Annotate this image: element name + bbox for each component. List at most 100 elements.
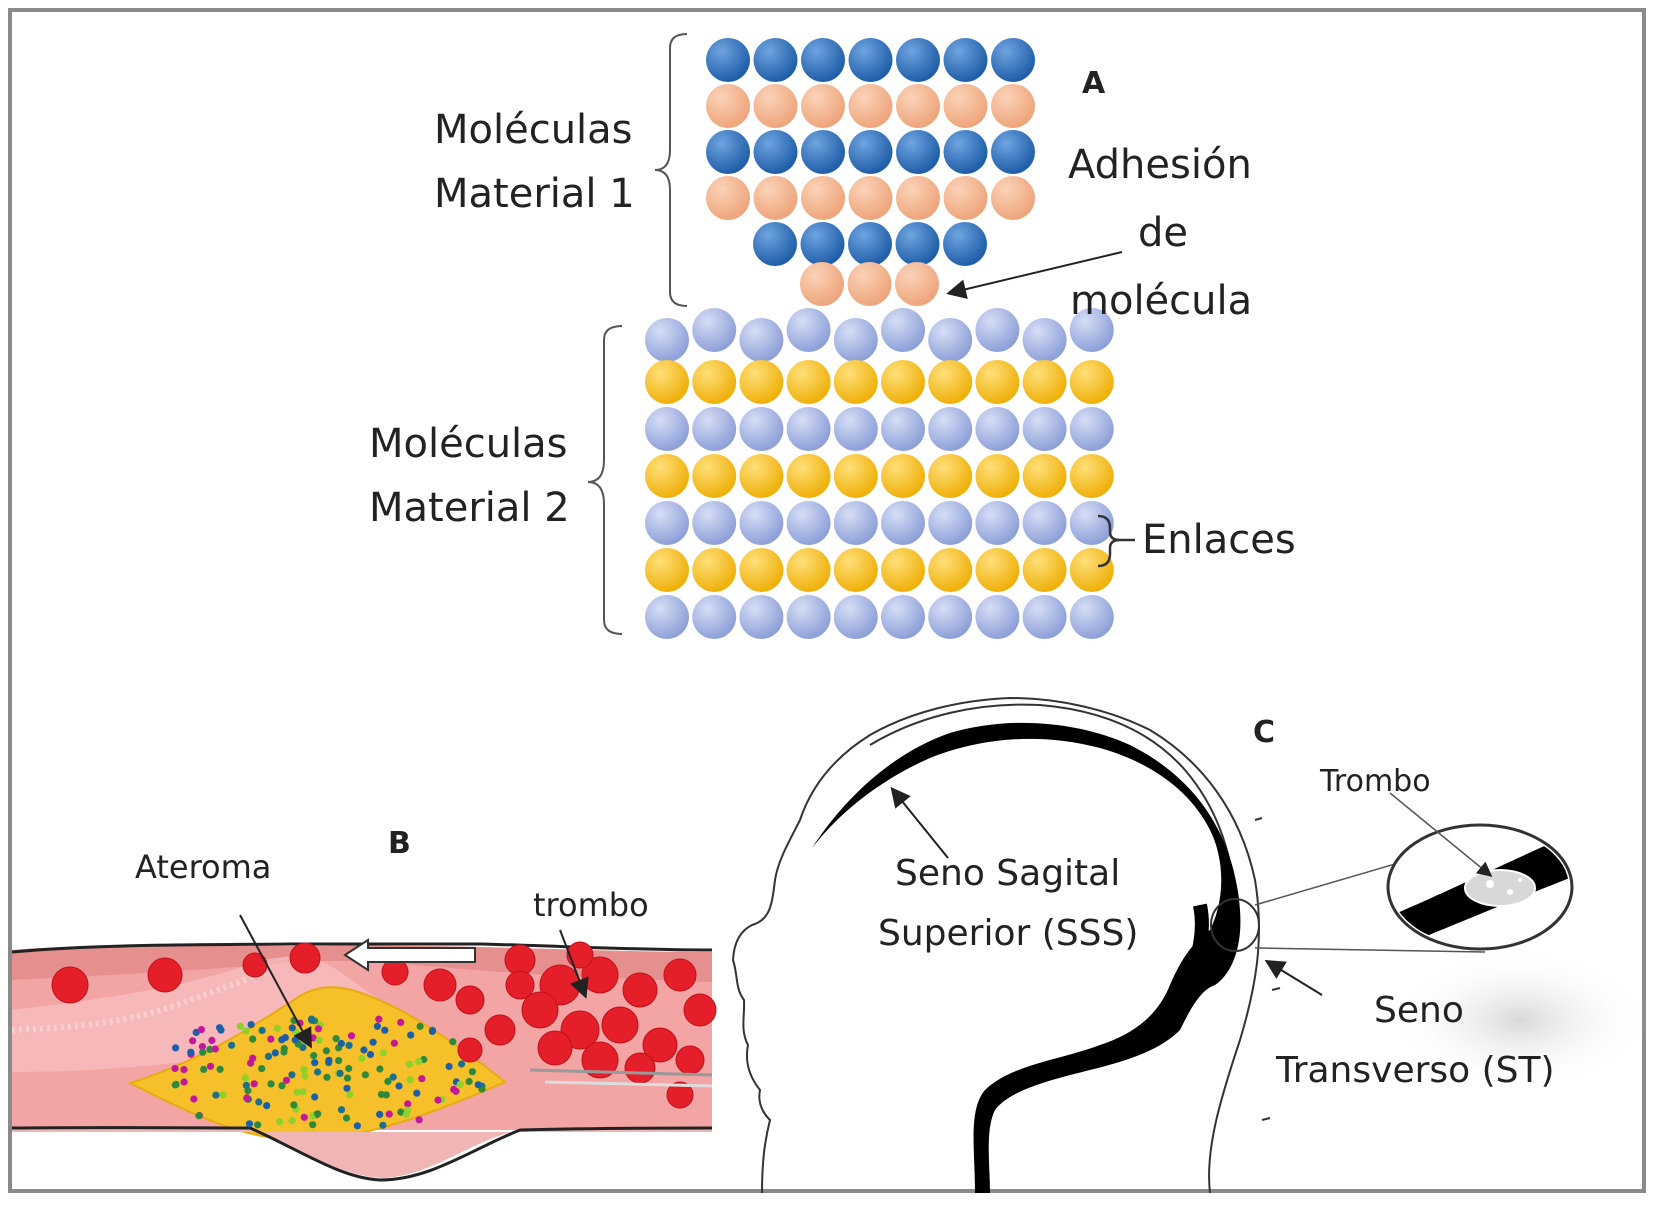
material-1-molecule <box>848 222 892 266</box>
atheroma-particle <box>197 1026 205 1034</box>
material-1-molecule <box>706 38 750 82</box>
atheroma-particle <box>288 1024 296 1032</box>
atheroma-particle <box>322 1047 330 1055</box>
atheroma-particle <box>323 1073 331 1081</box>
atheroma-particle <box>366 1050 375 1059</box>
atheroma-particle <box>416 1022 424 1030</box>
red-blood-cell <box>484 1014 516 1046</box>
material-2-molecule <box>975 501 1020 545</box>
red-blood-cell <box>521 991 559 1029</box>
atheroma-particle <box>301 1072 309 1080</box>
material-1-molecule <box>943 222 987 266</box>
material-1-molecule <box>991 38 1035 82</box>
atheroma-particle <box>288 1117 296 1125</box>
atheroma-particle <box>206 1062 215 1070</box>
atheroma-particle <box>200 1065 208 1073</box>
atheroma-particle <box>353 1122 361 1130</box>
material-2-molecule <box>928 318 973 362</box>
atheroma-particle <box>311 1059 319 1067</box>
red-blood-cell <box>642 1027 678 1063</box>
material-2-molecule <box>1022 454 1067 498</box>
material-2-molecule <box>881 548 925 592</box>
atheroma-particle <box>449 1038 457 1046</box>
material-2-molecule <box>928 548 973 592</box>
material-2-molecule <box>786 548 831 592</box>
atheroma-particle <box>345 1064 353 1073</box>
material-2-molecule <box>645 407 689 451</box>
artery-illustration <box>11 938 717 1182</box>
red-blood-cell <box>666 1081 694 1109</box>
atheroma-particle <box>236 1022 244 1030</box>
flow-arrow <box>343 938 476 972</box>
atheroma-particle <box>389 1073 397 1081</box>
material-2-molecule <box>881 407 925 451</box>
red-blood-cell <box>663 958 697 992</box>
atheroma-particle <box>407 1031 415 1039</box>
material-2-molecule <box>1069 454 1114 498</box>
atheroma-particle <box>300 1066 308 1074</box>
material-2-molecule <box>1069 407 1114 451</box>
atheroma-particle <box>332 1035 340 1043</box>
atheroma-particle <box>428 1027 436 1035</box>
material-2-label-line1: Moléculas <box>369 421 568 467</box>
atheroma-particle <box>267 1080 275 1088</box>
material-1-molecules <box>706 38 1035 306</box>
atheroma-particle <box>288 1071 296 1079</box>
atheroma-particle <box>276 1118 284 1126</box>
material-2-molecule <box>739 318 784 362</box>
red-blood-cell <box>457 1037 483 1063</box>
material-1-molecule <box>896 130 940 174</box>
atheroma-particle <box>273 1024 281 1032</box>
red-blood-cell <box>675 1045 705 1075</box>
material-2-molecule <box>833 318 878 362</box>
atheroma-particle <box>180 1078 188 1086</box>
material-1-molecule <box>753 176 798 220</box>
atheroma-particle <box>415 1057 423 1066</box>
atheroma-particle <box>189 1037 197 1045</box>
atheroma-particle <box>369 1038 377 1046</box>
red-blood-cell <box>455 985 485 1015</box>
sss-label-line2: Superior (SSS) <box>878 913 1139 954</box>
atheroma-particle <box>385 1110 393 1118</box>
material-2-molecule <box>833 595 878 639</box>
atheroma-particle <box>290 1101 298 1109</box>
material-1-molecule <box>706 130 750 174</box>
atheroma-particle <box>293 1088 301 1096</box>
atheroma-particle <box>381 1026 389 1034</box>
material-2-molecule <box>786 360 831 404</box>
material-2-molecule <box>786 454 831 498</box>
atheroma-particle <box>468 1068 476 1076</box>
atheroma-particle <box>258 1026 266 1034</box>
atheroma-particle <box>342 1114 351 1122</box>
material-2-molecule <box>786 595 831 639</box>
atheroma-particle <box>271 1049 279 1057</box>
material-2-molecule <box>975 407 1020 451</box>
material-2-molecule <box>739 454 784 498</box>
material-1-molecule <box>801 84 845 128</box>
atheroma-particle <box>325 1056 333 1064</box>
material-2-molecule <box>645 360 689 404</box>
material-2-molecule <box>975 308 1020 352</box>
material-2-molecule <box>975 454 1020 498</box>
atheroma-particle <box>384 1077 392 1085</box>
material-2-molecule <box>833 407 878 451</box>
atheroma-particle <box>216 1065 224 1073</box>
material-1-label-line1: Moléculas <box>434 107 633 153</box>
material-2-molecule <box>1022 548 1067 592</box>
red-blood-cell <box>622 972 658 1008</box>
atheroma-particle <box>445 1062 453 1071</box>
atheroma-particle <box>263 1102 271 1110</box>
atheroma-particle <box>314 1110 322 1118</box>
figure-frame <box>8 8 1646 1193</box>
atheroma-particle <box>346 1091 354 1099</box>
head-illustration <box>731 696 1650 1194</box>
material-2-label-line2: Material 2 <box>369 485 570 531</box>
atheroma-particle <box>337 1106 346 1114</box>
material-2-molecule <box>692 501 737 545</box>
material-2-molecule <box>928 595 973 639</box>
material-2-molecule <box>833 501 878 545</box>
atheroma-particle <box>405 1060 413 1068</box>
red-blood-cell <box>581 956 619 994</box>
material-2-molecule <box>692 360 737 404</box>
material-2-molecule <box>1069 548 1114 592</box>
